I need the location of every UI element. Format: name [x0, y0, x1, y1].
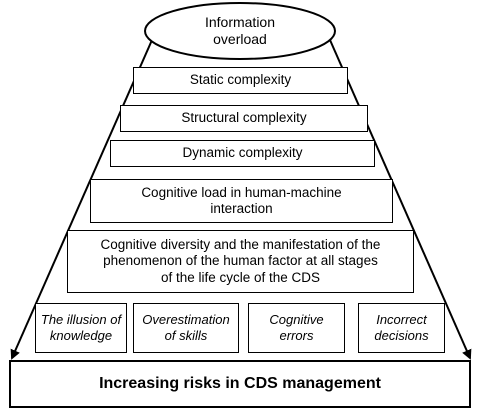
- level-cognitive-load: Cognitive load in human-machine interact…: [90, 179, 393, 223]
- right-arrow-line: [329, 39, 472, 360]
- top-ellipse: [144, 2, 336, 60]
- outcome-illusion-of-knowledge: The illusion of knowledge: [35, 303, 127, 353]
- level-cognitive-diversity: Cognitive diversity and the manifestatio…: [67, 230, 414, 293]
- level-static-complexity: Static complexity: [133, 67, 348, 94]
- level-structural-complexity: Structural complexity: [120, 105, 368, 132]
- outcome-incorrect-decisions: Incorrect decisions: [358, 303, 445, 353]
- information-overload-label: Information overload: [204, 13, 276, 48]
- outcome-overestimation-of-skills: Overestimation of skills: [133, 303, 239, 353]
- increasing-risks-box: Increasing risks in CDS management: [9, 360, 471, 408]
- level-dynamic-complexity: Dynamic complexity: [110, 140, 375, 167]
- outcome-cognitive-errors: Cognitive errors: [248, 303, 345, 353]
